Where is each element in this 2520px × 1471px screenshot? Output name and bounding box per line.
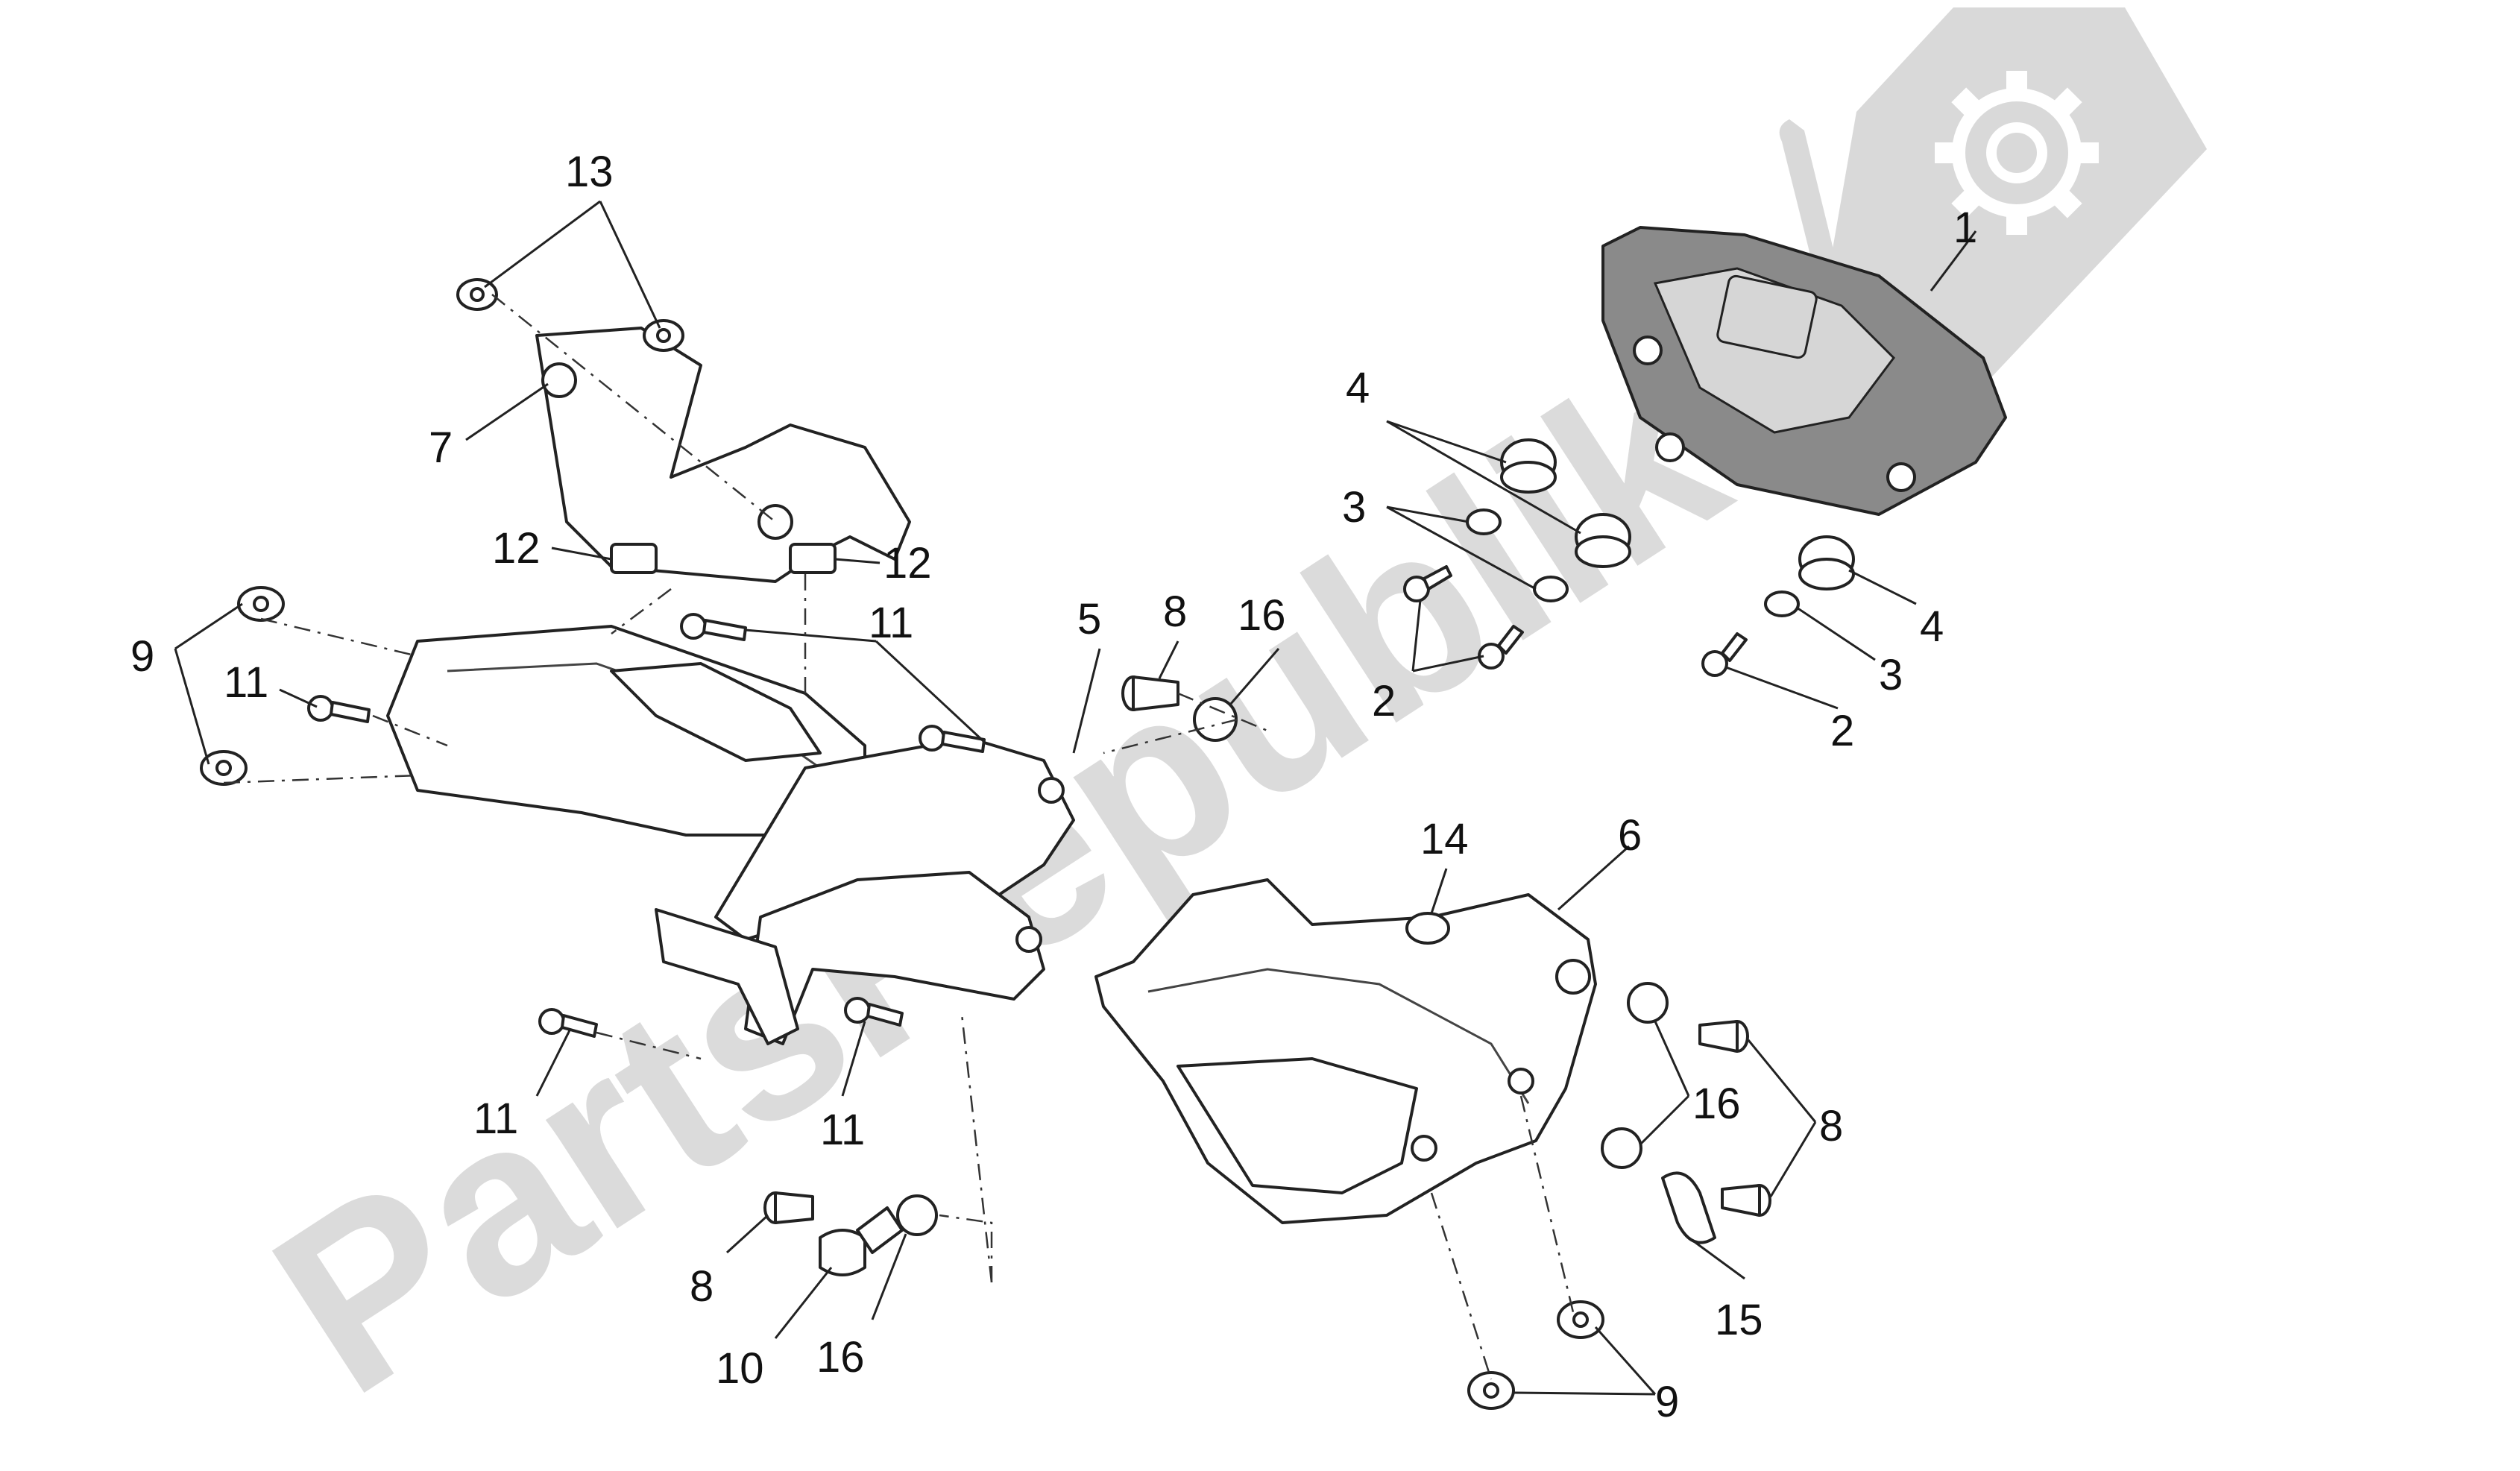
rubber-4c xyxy=(1798,535,1855,590)
callout-6: 6 xyxy=(1618,811,1642,860)
grommet-9a xyxy=(237,586,285,622)
screw-2c xyxy=(1701,632,1748,677)
callout-8: 8 xyxy=(1163,588,1187,636)
callout-11: 11 xyxy=(869,599,913,647)
callout-8: 8 xyxy=(690,1262,714,1311)
washer-3c xyxy=(1764,590,1800,617)
part-5-left-bracket xyxy=(386,625,1075,1045)
grommet-9c xyxy=(1557,1300,1604,1339)
screw-11d xyxy=(538,1008,598,1038)
callout-13: 13 xyxy=(565,148,614,196)
callout-16: 16 xyxy=(1692,1080,1741,1128)
callout-10: 10 xyxy=(716,1344,764,1393)
washer-3b xyxy=(1533,576,1569,602)
screw-11a xyxy=(680,613,747,641)
callout-3: 3 xyxy=(1342,483,1366,532)
callout-11: 11 xyxy=(820,1106,865,1154)
callout-16: 16 xyxy=(816,1333,865,1382)
cap-14 xyxy=(1405,912,1450,945)
screw-11e xyxy=(844,997,904,1027)
bolt-8c xyxy=(1721,1184,1771,1217)
callout-2: 2 xyxy=(1372,677,1396,725)
bushing-16a xyxy=(1193,697,1238,742)
callout-4: 4 xyxy=(1346,364,1370,412)
bolt-8a xyxy=(1121,675,1179,711)
washer-13b xyxy=(643,319,684,352)
part-7-cover xyxy=(535,327,911,583)
rubber-4b xyxy=(1575,513,1631,568)
screw-11c xyxy=(919,725,986,753)
bushing-16b xyxy=(1627,982,1669,1024)
washer-3a xyxy=(1466,508,1502,535)
screw-2b xyxy=(1478,625,1524,670)
rubber-4a xyxy=(1500,438,1557,494)
clip-12b xyxy=(789,543,837,574)
callout-4: 4 xyxy=(1920,602,1944,651)
callout-labels: 13 7 12 12 9 11 11 5 8 16 1 4 3 2 4 3 2 … xyxy=(130,148,1977,1426)
assembly-lines xyxy=(223,294,1575,1380)
callout-9: 9 xyxy=(1655,1378,1679,1426)
clamp-15 xyxy=(1661,1171,1716,1244)
grommet-9d xyxy=(1467,1371,1515,1410)
callout-7: 7 xyxy=(429,423,453,472)
screw-11b xyxy=(307,695,371,723)
bushing-16c xyxy=(1601,1127,1642,1169)
callout-16: 16 xyxy=(1238,591,1286,640)
clamp-10 xyxy=(819,1206,904,1276)
washer-13a xyxy=(456,278,498,311)
grommet-9b xyxy=(200,750,248,786)
part-1-instrument-panel xyxy=(1601,226,2007,516)
callout-2: 2 xyxy=(1830,707,1854,755)
gear-icon xyxy=(1935,71,2099,235)
bolt-8b xyxy=(1698,1020,1749,1053)
bolt-8d xyxy=(763,1191,814,1224)
clip-12a xyxy=(610,543,658,574)
callout-11: 11 xyxy=(224,658,268,707)
part-6-right-bracket xyxy=(1094,878,1597,1224)
screw-2a xyxy=(1403,565,1452,602)
callout-3: 3 xyxy=(1879,651,1903,699)
callout-8: 8 xyxy=(1819,1102,1843,1150)
bushing-16d xyxy=(896,1194,938,1236)
callout-12: 12 xyxy=(883,539,932,588)
callout-5: 5 xyxy=(1077,595,1101,643)
callout-11: 11 xyxy=(473,1094,518,1143)
callout-1: 1 xyxy=(1953,204,1977,252)
callout-9: 9 xyxy=(130,632,154,681)
callout-12: 12 xyxy=(492,524,541,573)
callout-14: 14 xyxy=(1420,815,1469,863)
callout-15: 15 xyxy=(1715,1296,1763,1344)
leader-lines xyxy=(174,200,1977,1396)
